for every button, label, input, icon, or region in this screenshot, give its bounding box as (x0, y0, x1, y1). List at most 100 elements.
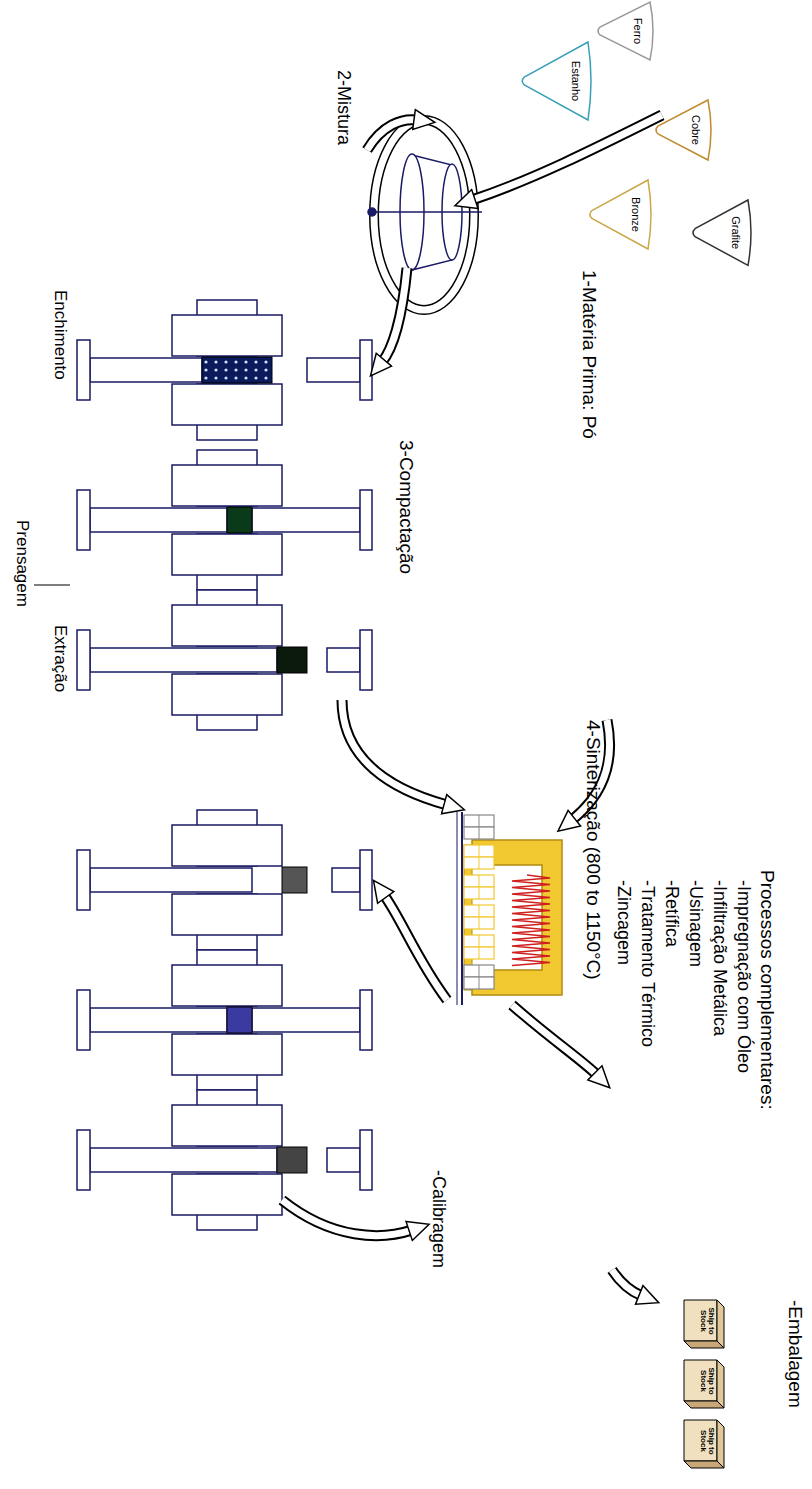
drawing-stroke (234, 360, 237, 363)
drawing-stroke (214, 368, 217, 371)
text-label: -Tratamento Térmico (637, 880, 658, 1047)
drawing-stroke (77, 490, 90, 550)
drawing-stroke (227, 1007, 252, 1033)
text-label: Processos complementares: (756, 870, 778, 1110)
arrow-outline (382, 268, 407, 362)
box-front (684, 1360, 717, 1401)
drawing-stroke (204, 368, 207, 371)
drawing-stroke (224, 360, 227, 363)
drawing-stroke (264, 368, 267, 371)
drawing-stroke (244, 368, 247, 371)
arrow-outline (612, 1270, 642, 1296)
drawing-stroke (172, 674, 282, 715)
drawing-stroke (214, 376, 217, 379)
box-text: Ship to Stock (698, 1423, 715, 1459)
arrow-outline (282, 1200, 412, 1236)
step-label: 4-Sinterização (800 to 1150°C) (582, 720, 604, 980)
drawing-stroke (244, 376, 247, 379)
material-name: Ferro (632, 0, 644, 62)
process-arrow (382, 268, 407, 362)
box-side (684, 1461, 724, 1468)
mixer (368, 120, 482, 310)
drawing-stroke (77, 1130, 90, 1190)
drawing-stroke (360, 490, 372, 550)
material-name: Estanho (570, 40, 582, 122)
drawing-stroke (327, 648, 360, 672)
drawing-stroke (90, 358, 202, 382)
drawing-stroke (479, 815, 480, 839)
box-top (717, 1360, 724, 1408)
sintering-furnace (457, 812, 562, 1005)
drawing-stroke (360, 990, 372, 1050)
drawing-stroke (172, 1174, 282, 1215)
box-side (684, 1401, 724, 1408)
stock-box: Ship to Stock (684, 1300, 724, 1348)
text-label: -Infiltração Metálica (709, 880, 730, 1036)
process-arrow (612, 1270, 642, 1296)
drawing-stroke (172, 1034, 282, 1075)
arrow-outline (342, 700, 447, 805)
drawing-stroke (172, 534, 282, 575)
drawing-stroke (77, 990, 90, 1050)
drawing-stroke (77, 340, 90, 400)
drawing-stroke (360, 1130, 372, 1190)
drawing-stroke (90, 1008, 227, 1032)
text-label: -Embalagem (784, 1300, 806, 1408)
drawing-stroke (252, 508, 360, 532)
drawing-stroke (479, 935, 480, 959)
process-arrow (367, 120, 417, 150)
drawing-stroke (479, 845, 480, 869)
drawing-stroke (204, 360, 207, 363)
drawing-stroke (264, 360, 267, 363)
powder-triangle: Estanho (520, 40, 590, 122)
drawing-stroke (307, 358, 360, 382)
text-label: -Retífica (661, 880, 682, 947)
step-label: -Calibragem (428, 1170, 449, 1268)
triangle-outline (693, 200, 751, 265)
drawing-stroke (234, 368, 237, 371)
press-tools (77, 300, 372, 1230)
drawing-stroke (254, 368, 257, 371)
arrow-outline (512, 1005, 597, 1075)
drawing-stroke (172, 965, 282, 1006)
process-arrow (282, 1200, 412, 1236)
drawing-stroke (244, 360, 247, 363)
drawing-stroke (360, 630, 372, 690)
drawing-stroke (252, 1008, 360, 1032)
powder-triangle: Cobre (654, 98, 710, 162)
drawing-stroke (172, 825, 282, 866)
box-text: Ship to Stock (698, 1363, 715, 1399)
drawing-stroke (224, 368, 227, 371)
material-name: Bronze (630, 178, 642, 251)
drawing-stroke (282, 867, 307, 893)
drawing-stroke (254, 360, 257, 363)
stock-box: Ship to Stock (684, 1360, 724, 1408)
drawing-stroke (277, 647, 307, 673)
process-arrow (512, 1005, 597, 1075)
arrow-outline (367, 120, 417, 150)
drawing-stroke (172, 1105, 282, 1146)
text-label: -Impregnação com Óleo (733, 880, 754, 1073)
step-label: 2-Mistura (333, 70, 354, 145)
text-label: Enchimento (50, 290, 70, 380)
stock-box: Ship to Stock (684, 1420, 724, 1468)
furnace-parts (464, 815, 494, 989)
drawing-stroke (172, 315, 282, 356)
box-top (717, 1300, 724, 1348)
drawing-stroke (360, 850, 372, 910)
drawing-stroke (360, 340, 372, 400)
drawing-stroke (204, 376, 207, 379)
drawing-stroke (479, 965, 480, 989)
triangle-outline (656, 100, 711, 160)
process-arrow (384, 895, 447, 1000)
drawing-stroke (327, 1148, 360, 1172)
drawing-stroke (234, 376, 237, 379)
step-label: 3-Compactação (395, 440, 417, 574)
material-name: Grafite (730, 198, 742, 267)
drawing-stroke (214, 360, 217, 363)
drawing-stroke (264, 376, 267, 379)
process-arrow (342, 700, 447, 805)
text-label: Prensagem (12, 520, 32, 607)
